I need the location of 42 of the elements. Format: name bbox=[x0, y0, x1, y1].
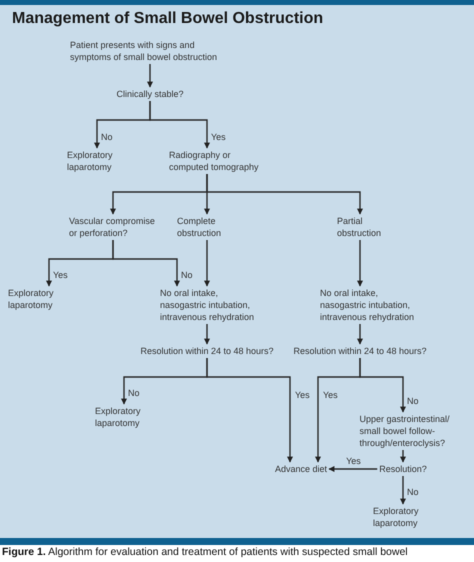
edge-label: No bbox=[100, 132, 114, 143]
step-text: Resolution within 24 to 48 hours? bbox=[293, 345, 427, 357]
edge-label: Yes bbox=[345, 456, 362, 467]
step-text: Advance diet bbox=[274, 463, 328, 475]
step-text: Clinically stable? bbox=[116, 88, 184, 100]
step-text: Resolution? bbox=[379, 463, 427, 475]
arrow bbox=[206, 174, 363, 215]
step-text: Exploratory laparotomy bbox=[8, 287, 55, 311]
step-text: Vascular compromise or perforation? bbox=[69, 215, 156, 239]
edge-label: Yes bbox=[210, 132, 227, 143]
diagram-title: Management of Small Bowel Obstruction bbox=[12, 10, 324, 28]
arrow bbox=[400, 476, 406, 505]
arrow bbox=[400, 450, 406, 463]
step-text: Exploratory laparotomy bbox=[67, 149, 114, 173]
step-text: Patient presents with signs and symptoms of small bowel obstruction bbox=[70, 39, 218, 63]
figure-caption: Figure 1. Algorithm for evaluation and treatment of patients with suspected small bowel bbox=[2, 546, 408, 558]
step-text: Exploratory laparotomy bbox=[95, 405, 142, 429]
edge-label: Yes bbox=[322, 390, 339, 401]
edge-label: No bbox=[180, 270, 194, 281]
edge-label: No bbox=[406, 487, 420, 498]
edge-label: Yes bbox=[294, 390, 311, 401]
arrow bbox=[359, 358, 406, 413]
edge-label: No bbox=[127, 388, 141, 399]
arrow bbox=[328, 466, 378, 472]
arrow bbox=[357, 324, 363, 345]
arrow bbox=[149, 101, 210, 149]
step-text: No oral intake, nasogastric intubation, intravenous rehydration bbox=[320, 287, 416, 323]
arrow bbox=[357, 240, 363, 287]
arrow bbox=[147, 64, 153, 88]
step-text: Upper gastrointestinal/ small bowel follow-through/enteroclysis? bbox=[360, 413, 451, 449]
step-text: Complete obstruction bbox=[177, 215, 222, 239]
edge-label: Yes bbox=[52, 270, 69, 281]
step-text: No oral intake, nasogastric intubation, intravenous rehydration bbox=[160, 287, 256, 323]
edge-label: No bbox=[406, 396, 420, 407]
step-text: Resolution within 24 to 48 hours? bbox=[140, 345, 274, 357]
step-text: Exploratory laparotomy bbox=[373, 505, 420, 529]
arrow bbox=[204, 324, 210, 345]
arrow bbox=[204, 240, 210, 287]
arrow bbox=[206, 358, 293, 463]
arrow bbox=[112, 240, 180, 287]
step-text: Radiography or computed tomography bbox=[169, 149, 260, 173]
step-text: Partial obstruction bbox=[337, 215, 382, 239]
